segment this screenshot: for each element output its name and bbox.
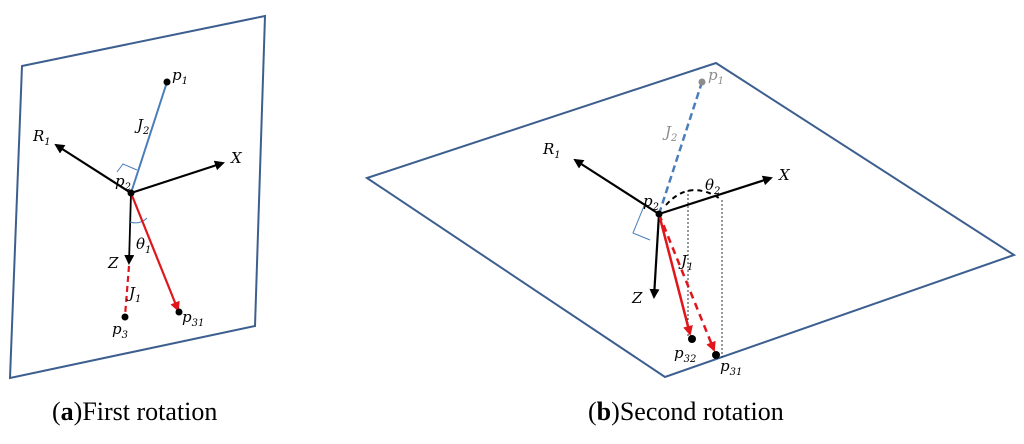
panel-a: p1 J2 R1 X p2 θ1 Z J1 p3 p31 (a)First ro… [8, 14, 267, 426]
label-j1-b: J1 [678, 252, 693, 273]
label-p32-b: p32 [674, 344, 696, 365]
label-p2-a: p2 [115, 172, 131, 193]
label-j2-b: J2 [662, 123, 677, 144]
axis-r1-a [54, 143, 132, 194]
vector-p31-b [657, 213, 716, 352]
label-theta1: θ1 [136, 235, 151, 256]
right-angle-a [116, 163, 138, 173]
point-p1-b [698, 78, 706, 86]
label-j2-a: J2 [134, 116, 149, 137]
label-x-a: X [230, 149, 243, 167]
axis-x-b [658, 175, 773, 216]
label-p1-a: p1 [172, 66, 188, 87]
label-p31-b: p31 [720, 357, 742, 378]
axis-z-b [649, 213, 661, 299]
vector-p3-a [123, 265, 131, 317]
caption-b: (b)Second rotation [588, 397, 784, 426]
link-j2-a [130, 81, 168, 194]
label-theta2: θ2 [705, 176, 720, 197]
vector-p32-b [657, 213, 693, 336]
axis-z-a [124, 192, 135, 265]
label-p3-a: p3 [112, 320, 128, 341]
label-z-b: Z [631, 289, 643, 307]
label-r1-b: R1 [542, 140, 561, 161]
axis-r1-b [573, 158, 660, 215]
panel-b: p1 J2 R1 X θ2 p2 J1 Z p32 p31 (b)Second … [364, 61, 1017, 426]
theta1-arc [129, 217, 148, 224]
label-p1-b: p1 [708, 66, 724, 87]
point-p3-a [121, 313, 129, 321]
point-p2-a [127, 189, 135, 197]
label-j1-a: J1 [126, 284, 141, 305]
label-p31-a: p31 [182, 308, 204, 329]
point-p32-b [688, 335, 696, 343]
caption-a: (a)First rotation [52, 397, 217, 426]
link-j2-b [657, 81, 704, 215]
point-p1-a [163, 78, 171, 86]
point-p2-b [655, 210, 663, 218]
label-p2-b: p2 [643, 192, 659, 213]
label-z-a: Z [107, 254, 119, 272]
axis-x-a [130, 160, 225, 195]
label-r1-a: R1 [32, 127, 51, 148]
vector-p31-a [129, 192, 180, 312]
point-p31-a [175, 308, 183, 316]
point-p31-b [712, 351, 720, 359]
label-x-b: X [778, 166, 791, 184]
plane-b [364, 61, 1017, 379]
right-angle-b [632, 205, 651, 241]
plane-a [8, 14, 267, 380]
